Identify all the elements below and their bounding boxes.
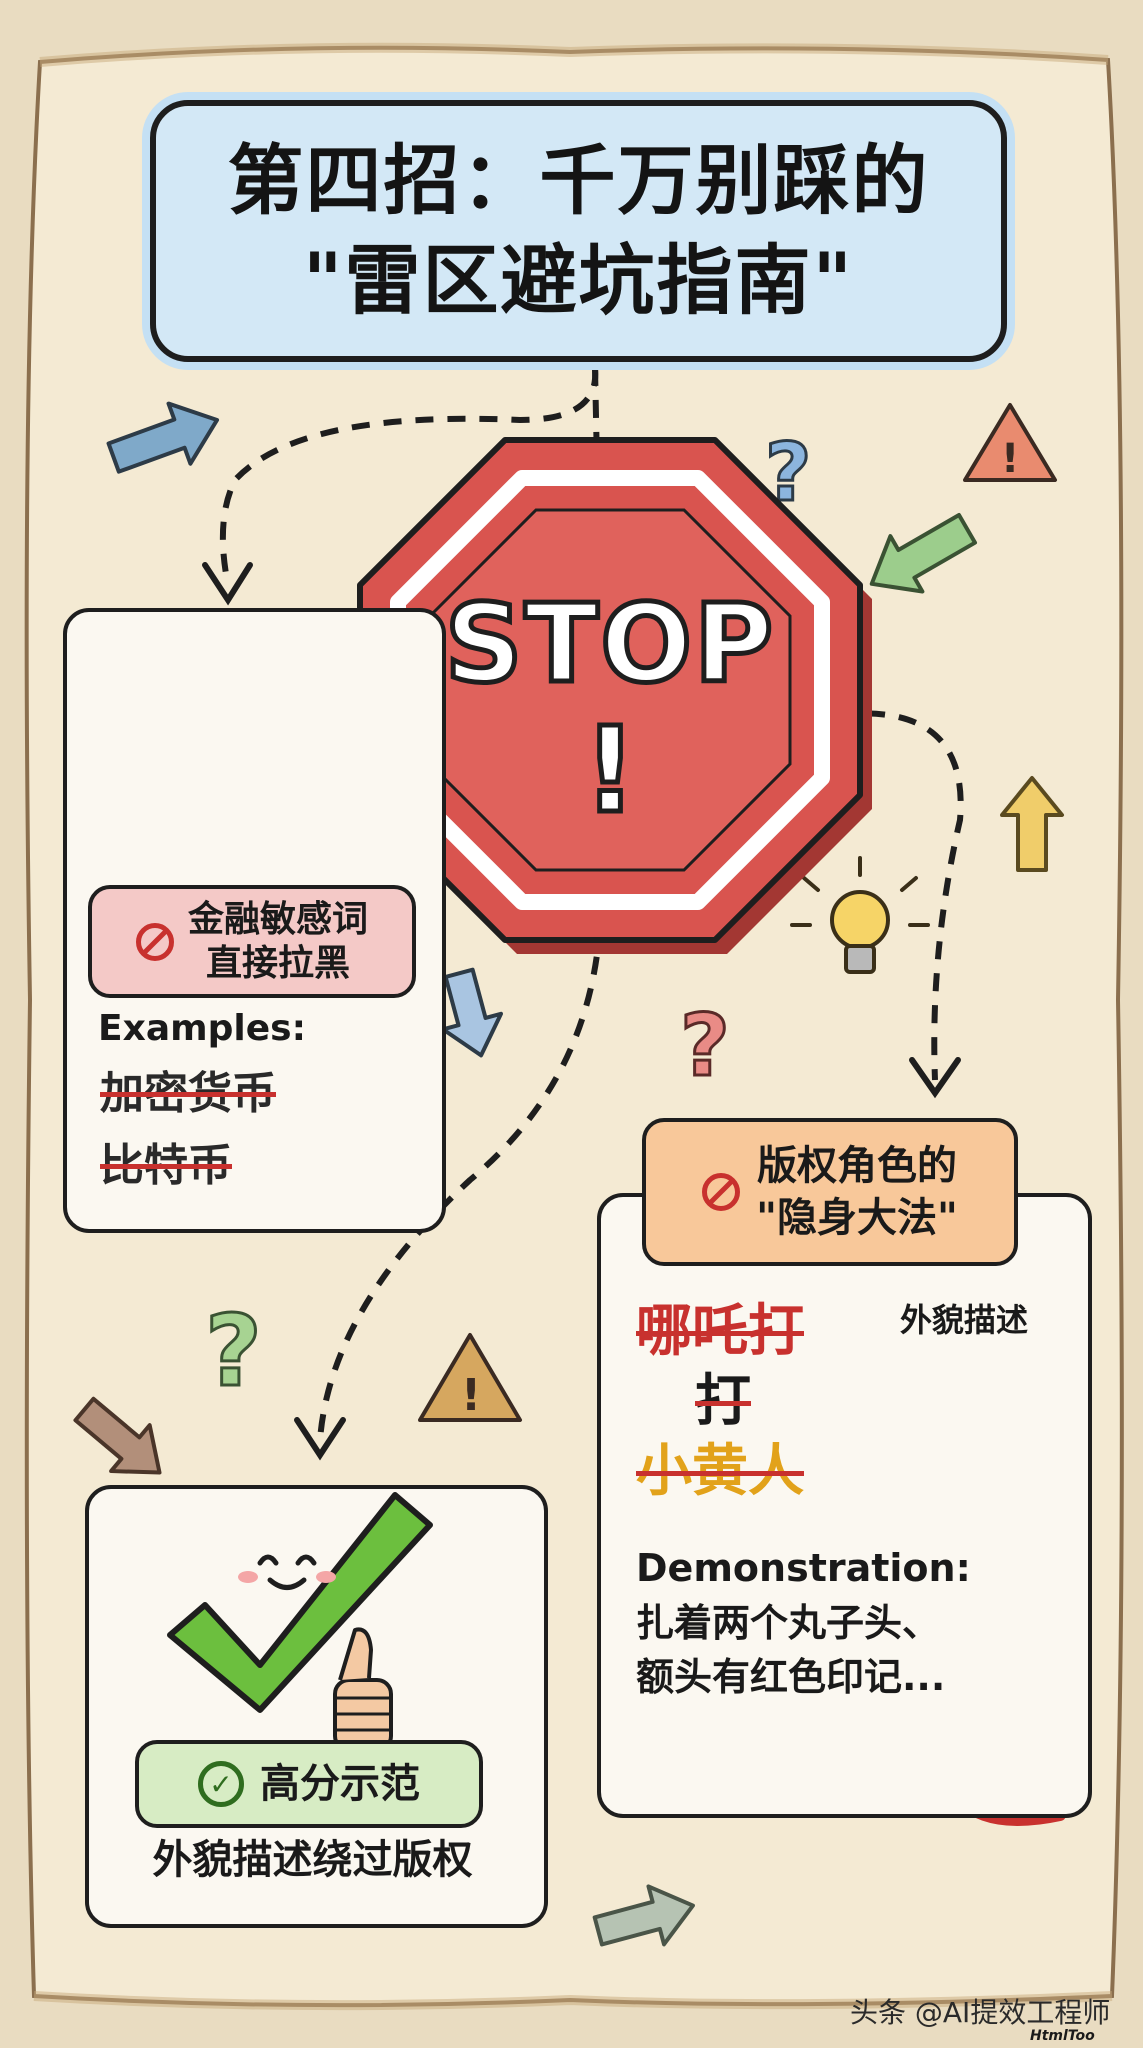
banned-name-item: 小黄人 — [636, 1440, 804, 1504]
finance-example-text: 加密货币 — [100, 1068, 276, 1119]
arrow-icon — [106, 401, 220, 474]
stop-sign-text: STOP — [442, 582, 776, 707]
demo-line-1: 扎着两个丸子头、 — [636, 1601, 941, 1645]
title-banner: 第四招：千万别踩的 "雷区避坑指南" — [150, 100, 1007, 362]
arrow-icon — [869, 512, 977, 594]
arrow-icon — [1000, 776, 1064, 872]
lightbulb-icon — [790, 856, 930, 974]
finance-example-item: 比特币 — [100, 1140, 232, 1192]
parchment-edge-stain — [39, 42, 1109, 67]
finance-badge: 金融敏感词 直接拉黑 — [88, 885, 416, 998]
stop-sign-exclamation: ! — [581, 701, 640, 839]
watermark: 头条 @AI提效工程师 — [850, 1996, 1111, 2029]
avatar-caption: 外貌描述 — [900, 1301, 1029, 1339]
arrowhead-icon — [909, 1057, 961, 1099]
arrowhead-icon — [202, 562, 253, 606]
page-title-line-1: 第四招：千万别踩的 — [227, 136, 930, 225]
finance-example-text: 比特币 — [100, 1140, 232, 1191]
arrow-icon — [73, 1396, 162, 1475]
banned-name-text: 打 — [695, 1369, 751, 1434]
arrow-icon — [592, 1884, 695, 1947]
dashed-arrow-to-good — [317, 924, 603, 1441]
good-example-caption: 外貌描述绕过版权 — [152, 1837, 473, 1883]
stop-sign-text-group: STOP ! — [420, 582, 800, 839]
arrow-icon — [441, 967, 504, 1058]
copyright-badge: 版权角色的 "隐身大法" — [642, 1118, 1018, 1266]
banned-name-text: 哪吒打 — [636, 1299, 804, 1364]
dashed-arrow-to-copyright — [834, 710, 964, 1081]
demo-line-2: 额头有红色印记... — [636, 1655, 946, 1699]
warning-triangle-icon: ! — [418, 1333, 522, 1422]
examples-label: Examples: — [98, 1008, 306, 1049]
warning-triangle-icon: ! — [963, 403, 1057, 482]
check-circle-icon: ✓ — [198, 1761, 244, 1807]
copyright-panel — [597, 1193, 1092, 1818]
arrowhead-icon — [294, 1417, 346, 1461]
ban-icon — [135, 922, 174, 961]
banned-name-item: 打 — [695, 1370, 751, 1434]
banned-name-item: 哪吒打 — [636, 1300, 804, 1364]
copyright-badge-line-1: 版权角色的 — [757, 1143, 957, 1189]
question-mark-icon: ? — [205, 1295, 262, 1409]
banned-name-text: 小黄人 — [636, 1439, 804, 1504]
good-example-badge: ✓ 高分示范 — [135, 1740, 483, 1828]
finance-example-item: 加密货币 — [100, 1068, 276, 1120]
watermark-sub: HtmlToo — [1030, 2028, 1095, 2044]
svg-text:!: ! — [461, 1370, 481, 1421]
ban-icon — [702, 1173, 741, 1211]
page-title-line-2: "雷区避坑指南" — [302, 236, 855, 325]
copyright-badge-line-2: "隐身大法" — [756, 1195, 958, 1241]
demo-label: Demonstration: — [636, 1546, 971, 1590]
svg-text:!: ! — [1001, 436, 1019, 482]
finance-badge-line-2: 直接拉黑 — [205, 942, 350, 984]
finance-badge-line-1: 金融敏感词 — [187, 898, 368, 940]
parchment-edge-stain — [33, 1991, 1113, 2011]
good-example-badge-text: 高分示范 — [260, 1761, 420, 1807]
question-mark-icon: ? — [680, 996, 730, 1096]
